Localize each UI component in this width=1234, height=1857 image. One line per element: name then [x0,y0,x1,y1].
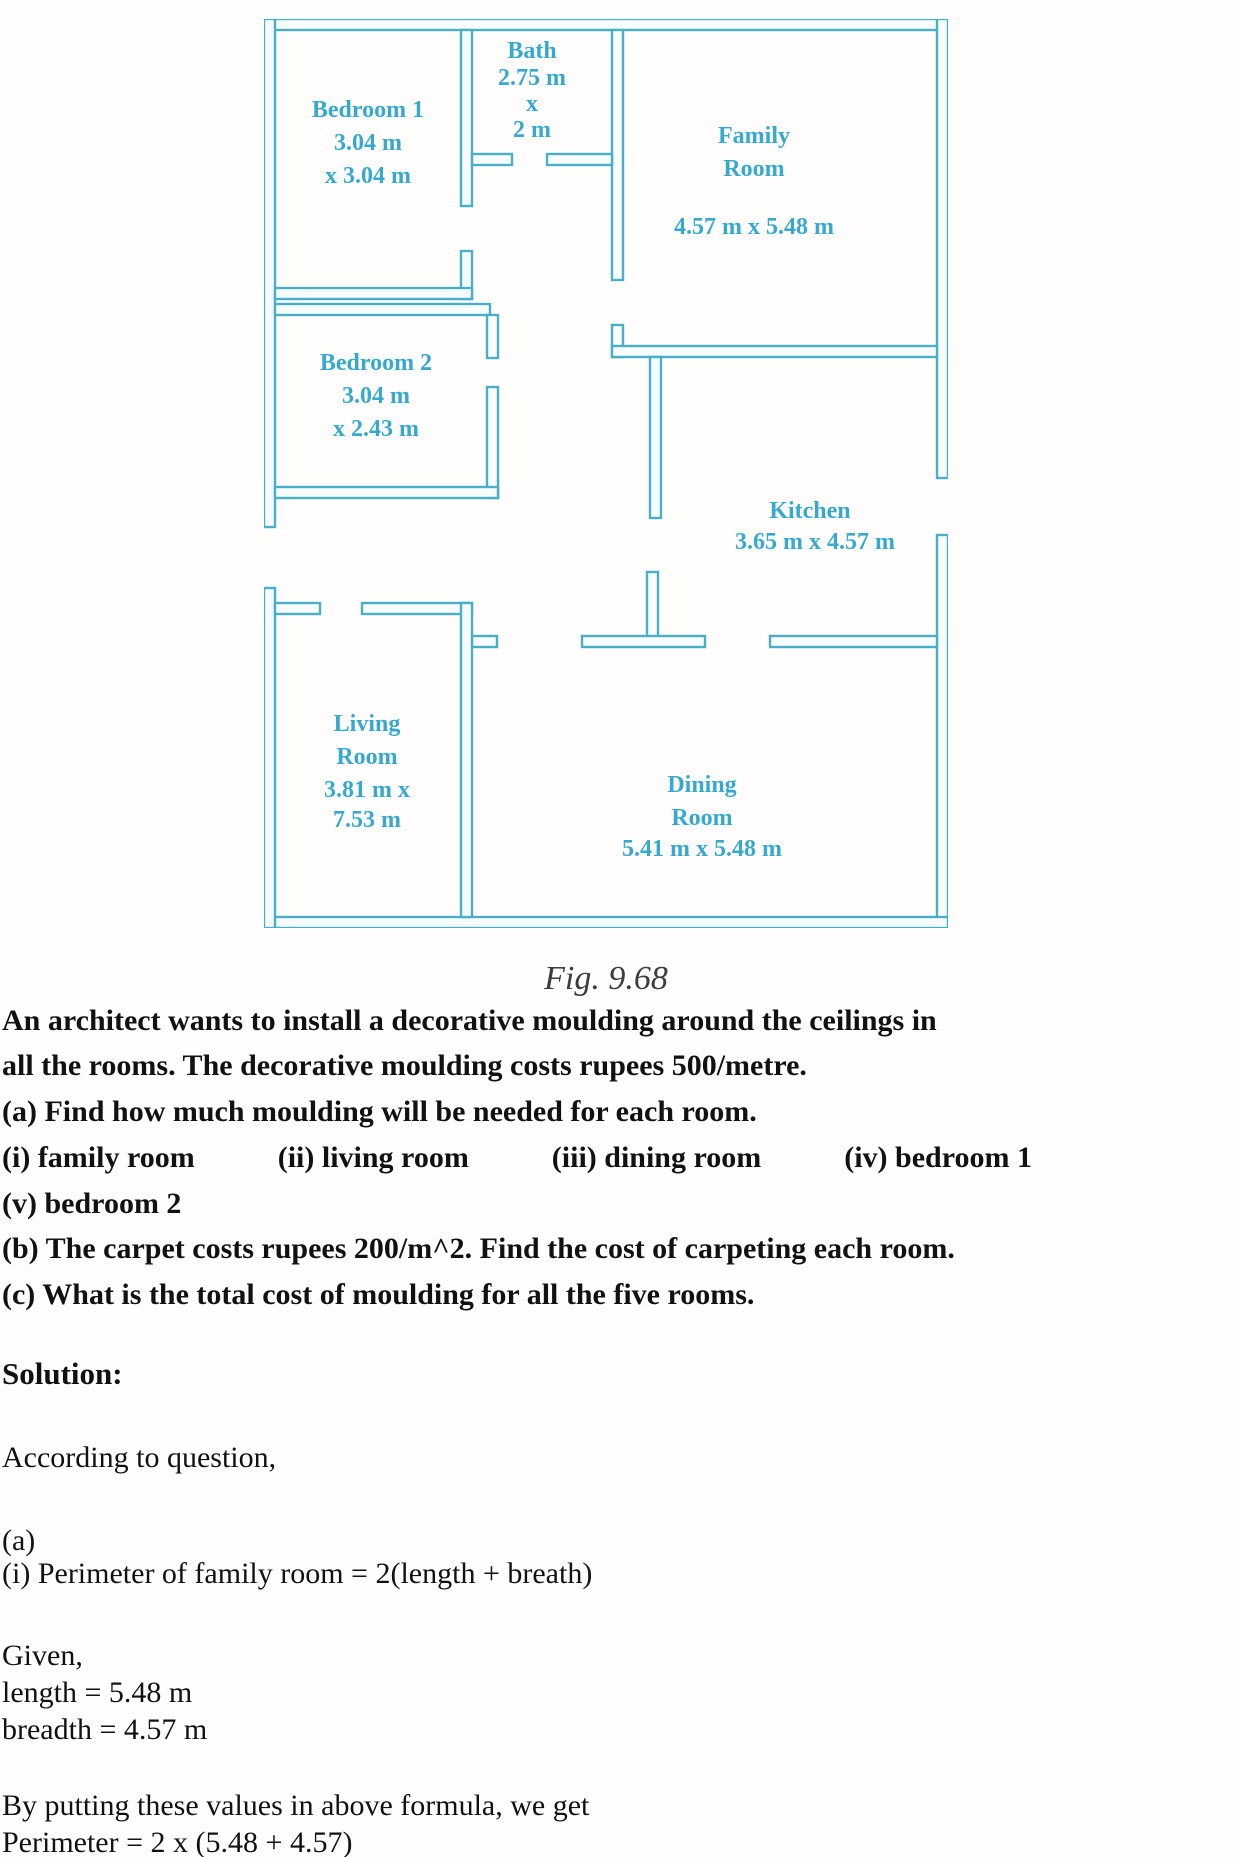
bedroom1-dim2: x 3.04 m [325,163,411,189]
solution-line-1: According to question, [2,1441,277,1474]
wall-bath-bottom-right [545,152,614,167]
wall-bath-family-left [610,28,625,282]
dining-room-dims: 5.41 m x 5.48 m [622,836,782,862]
living-room-label-1: Living [334,711,401,737]
wall-dining-top-mid [580,634,707,649]
bath-dim3: 2 m [513,117,551,143]
wall-living-top-right [360,601,474,616]
wall-dining-top-right [768,634,939,649]
problem-room-items: (i) family room (ii) living room (iii) d… [2,1141,1032,1175]
family-room-label-2: Room [723,156,784,182]
solution-line-3: (i) Perimeter of family room = 2(length … [2,1557,593,1590]
bedroom2-dim2: x 2.43 m [333,416,419,442]
wall-kitchen-left [648,355,663,520]
kitchen-label: Kitchen [769,498,850,524]
wall-outer-right-lower [935,533,948,928]
kitchen-dims: 3.65 m x 4.57 m [735,529,895,555]
wall-family-kitchen-divider [610,344,939,359]
bedroom1-label: Bedroom 1 [312,97,424,123]
room-labels: Bedroom 1 3.04 m x 3.04 m Bath 2.75 m x … [312,38,895,862]
wall-bedroom1-bottom [273,286,474,301]
wall-bedroom2-bottom [273,485,500,500]
wall-bedroom2-right-upper [485,313,500,360]
figure-caption: Fig. 9.68 [544,960,668,997]
problem-line-2: all the rooms. The decorative moulding c… [2,1049,807,1082]
solution-line-6: breadth = 4.57 m [2,1713,208,1746]
bath-label: Bath [507,38,556,64]
solution-line-4: Given, [2,1639,83,1672]
family-room-label-1: Family [718,123,790,149]
item-bedroom-2: (v) bedroom 2 [2,1187,182,1220]
living-room-dim1: 3.81 m x [324,777,410,803]
dining-room-label-1: Dining [667,772,736,798]
item-family-room: (i) family room [2,1141,195,1174]
solution-line-5: length = 5.48 m [2,1676,193,1709]
wall-bedroom2-right-lower [485,385,500,500]
item-bedroom-1: (iv) bedroom 1 [844,1141,1032,1174]
wall-outer-left-lower [264,586,277,928]
wall-outer-left-upper [264,19,277,529]
living-room-dim2: 7.53 m [333,807,401,833]
bedroom2-dim1: 3.04 m [342,383,410,409]
wall-outer-top [264,19,948,32]
item-living-room: (ii) living room [277,1141,469,1174]
problem-part-a: (a) Find how much moulding will be neede… [2,1095,757,1128]
walls [264,19,948,928]
solution-line-7: By putting these values in above formula… [2,1789,590,1822]
item-dining-room: (iii) dining room [551,1141,762,1174]
dining-room-label-2: Room [671,805,732,831]
floor-plan-figure: Bedroom 1 3.04 m x 3.04 m Bath 2.75 m x … [264,19,948,928]
bedroom1-dim1: 3.04 m [334,130,402,156]
bath-dim2: x [526,91,538,117]
wall-bath-bottom-left [470,152,514,167]
wall-dining-top-left-stub [470,634,499,649]
wall-bedroom2-top [273,302,492,317]
wall-outer-bottom [264,915,948,928]
wall-living-right [459,601,474,919]
problem-part-b: (b) The carpet costs rupees 200/m^2. Fin… [2,1232,955,1265]
bedroom2-label: Bedroom 2 [320,350,432,376]
solution-line-2: (a) [2,1524,36,1557]
solution-line-8: Perimeter = 2 x (5.48 + 4.57) [2,1826,353,1857]
problem-line-1: An architect wants to install a decorati… [2,1004,937,1037]
living-room-label-2: Room [336,744,397,770]
family-room-dims: 4.57 m x 5.48 m [674,214,834,240]
wall-outer-right-upper [935,19,948,480]
wall-bedroom1-right-upper [459,28,474,208]
problem-part-c: (c) What is the total cost of moulding f… [2,1278,755,1311]
bath-dim1: 2.75 m [498,65,566,91]
wall-living-top-left [273,601,322,616]
wall-kitchen-stub [645,570,660,644]
solution-heading: Solution: [2,1356,123,1391]
